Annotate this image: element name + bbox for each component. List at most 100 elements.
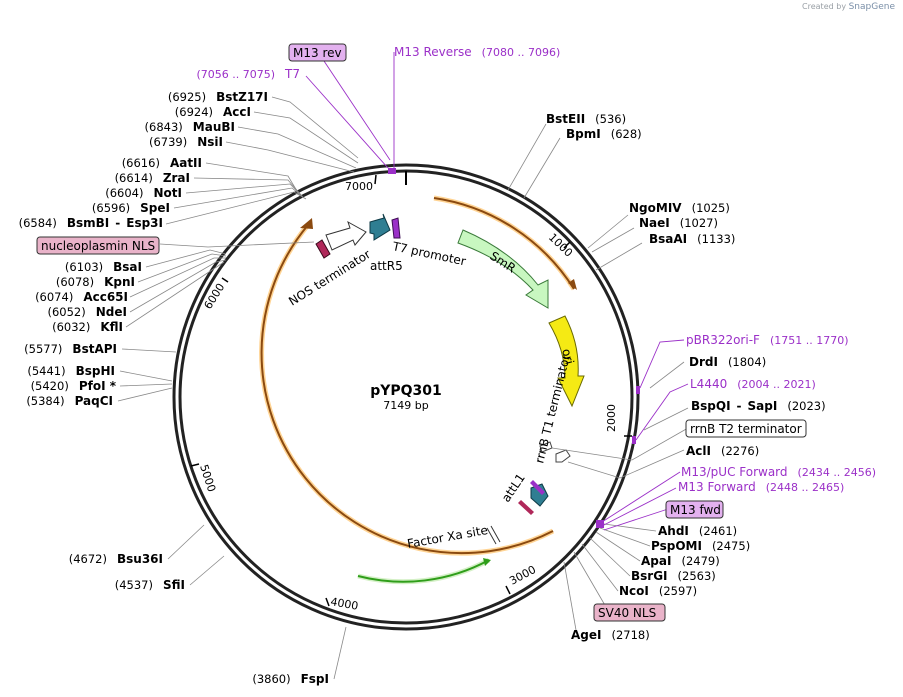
leader-lines <box>117 96 689 680</box>
attl1-primer-mark-b <box>518 500 534 515</box>
ori-label: ori <box>559 347 577 366</box>
leader-agei <box>563 561 577 631</box>
m13-fwd-box <box>665 500 724 519</box>
leader-nsii <box>225 141 355 173</box>
leader-bsaai <box>595 242 643 271</box>
nucleoplasmin-nls-box <box>36 236 160 255</box>
primer-t7: (7056 .. 7075)T7 <box>196 67 300 81</box>
m13-rev-box <box>288 43 347 62</box>
site-agei: AgeI(2718) <box>571 628 650 642</box>
site-sfii: (4537)SfiI <box>115 578 185 592</box>
site-ncoi: NcoI(2597) <box>619 584 697 598</box>
ori-arrow <box>548 315 585 408</box>
site-drdi: DrdI(1804) <box>689 355 766 369</box>
primer-mark-l4440 <box>632 436 636 444</box>
site-apai: ApaI(2479) <box>641 554 720 568</box>
site-ahdi: AhdI(2461) <box>658 524 737 538</box>
site-acci: (6924)AccI <box>175 105 251 119</box>
primer-m13-forward: M13 Forward(2448 .. 2465) <box>678 480 844 494</box>
credit-prefix: Created by <box>802 2 847 11</box>
attl1-primer-mark-a <box>530 480 545 495</box>
attl1-label: attL1 <box>499 471 528 505</box>
leader-bsrgi <box>589 537 631 577</box>
site-ngomiv: NgoMIV(1025) <box>629 201 730 215</box>
leader-bsphi <box>119 370 173 382</box>
backbone-outer-ring <box>172 163 640 631</box>
rrnb-t1-arrow <box>555 449 571 463</box>
site-bsrgi: BsrGI(2563) <box>631 569 716 583</box>
primer-mark-pbr322 <box>636 386 640 394</box>
site-bpmi: BpmI(628) <box>566 127 642 141</box>
plasmid-name: pYPQ301 <box>370 383 442 399</box>
factor-xa-label: Factor Xa site <box>406 523 489 551</box>
leader-paqci <box>117 387 173 402</box>
attr5-arrow <box>369 213 391 241</box>
primer-pbr322ori-f: pBR322ori-F(1751 .. 1770) <box>686 333 849 347</box>
arc-arrowhead-top-right <box>568 279 577 290</box>
site-bsteii: BstEII(536) <box>546 112 626 126</box>
primer-line-pbr322 <box>639 339 685 389</box>
leader-bstz17i <box>271 96 359 159</box>
ruler-tick-1000 <box>563 241 571 249</box>
leader-kpni <box>137 253 227 283</box>
primer-lines <box>305 51 689 531</box>
leader-pspomi <box>599 527 651 547</box>
site-aatii: (6616)AatII <box>122 156 202 170</box>
site-bstz17i: (6925)BstZ17I <box>168 90 268 104</box>
primer-mark-m13rev <box>388 168 396 174</box>
m13-fwd-text: M13 fwd <box>670 503 721 517</box>
nos-terminator-arrow <box>325 220 367 251</box>
arc-brown-left <box>260 224 554 555</box>
ruler-tick-5000 <box>190 463 200 467</box>
site-bstapi: (5577)BstAPI <box>24 342 117 356</box>
leader-bsteii <box>507 123 547 191</box>
primer-mark-m13fwd <box>596 520 604 528</box>
primer-m13-reverse: M13 Reverse(7080 .. 7096) <box>394 45 560 59</box>
site-bsmbi: (6584)BsmBI-Esp3I <box>19 216 163 230</box>
site-spei: (6596)SpeI <box>92 201 170 215</box>
leader-ncoi <box>581 543 619 592</box>
leader-ndei <box>129 259 227 313</box>
site-ndei: (6052)NdeI <box>48 305 128 319</box>
nucleoplasmin-nls-text: nucleoplasmin NLS <box>41 239 155 253</box>
ruler-tick-6000 <box>221 277 229 283</box>
leader-zrai <box>193 177 303 197</box>
primer-line-m13puc <box>601 471 681 523</box>
leader-nls-box <box>159 241 315 248</box>
leader-ngomiv <box>587 214 629 249</box>
leader-noti <box>185 183 304 198</box>
feature-arcs <box>259 195 577 585</box>
factor-xa-mark-b <box>490 525 501 543</box>
site-bsphi: (5441)BspHI <box>27 364 115 378</box>
ruler-label-6000: 6000 <box>202 281 228 312</box>
rrnb-t2-box <box>685 419 807 438</box>
site-kfli: (6032)KflI <box>52 320 123 334</box>
ruler-label-2000: 2000 <box>605 404 618 432</box>
site-fspi: (3860)FspI <box>252 672 329 686</box>
site-paqci: (5384)PaqCI <box>26 394 113 408</box>
primer-line-m13rev <box>317 51 391 161</box>
site-bspqi: BspQI-SapI(2023) <box>691 399 826 413</box>
site-noti: (6604)NotI <box>105 186 182 200</box>
primer-l4440: L4440(2004 .. 2021) <box>690 377 816 391</box>
site-nsii: (6739)NsiI <box>149 135 223 149</box>
arc-arrowhead-left <box>300 218 313 229</box>
site-pspomi: PspOMI(2475) <box>651 539 750 553</box>
leader-bsmbi <box>165 191 307 225</box>
leader-spei <box>173 187 305 209</box>
site-naei: NaeI(1027) <box>639 216 718 230</box>
sv40-nls-text: SV40 NLS <box>598 606 656 620</box>
ruler-tick-4000 <box>325 597 330 607</box>
arc-brown-top-right <box>433 197 575 290</box>
site-bsaai: BsaAI(1133) <box>649 232 735 246</box>
leader-drdi <box>649 361 685 389</box>
leader-sv40-box <box>573 551 607 608</box>
leader-rrnb-t2-box <box>551 427 689 461</box>
primer-line-t7 <box>305 75 389 169</box>
leader-maubi <box>237 126 357 169</box>
leader-bsai <box>145 249 227 268</box>
m13-rev-text: M13 rev <box>293 46 342 60</box>
leader-ahdi <box>603 523 657 532</box>
site-maubi: (6843)MauBI <box>145 120 235 134</box>
site-pfoi: (5420)PfoI * <box>31 379 117 393</box>
